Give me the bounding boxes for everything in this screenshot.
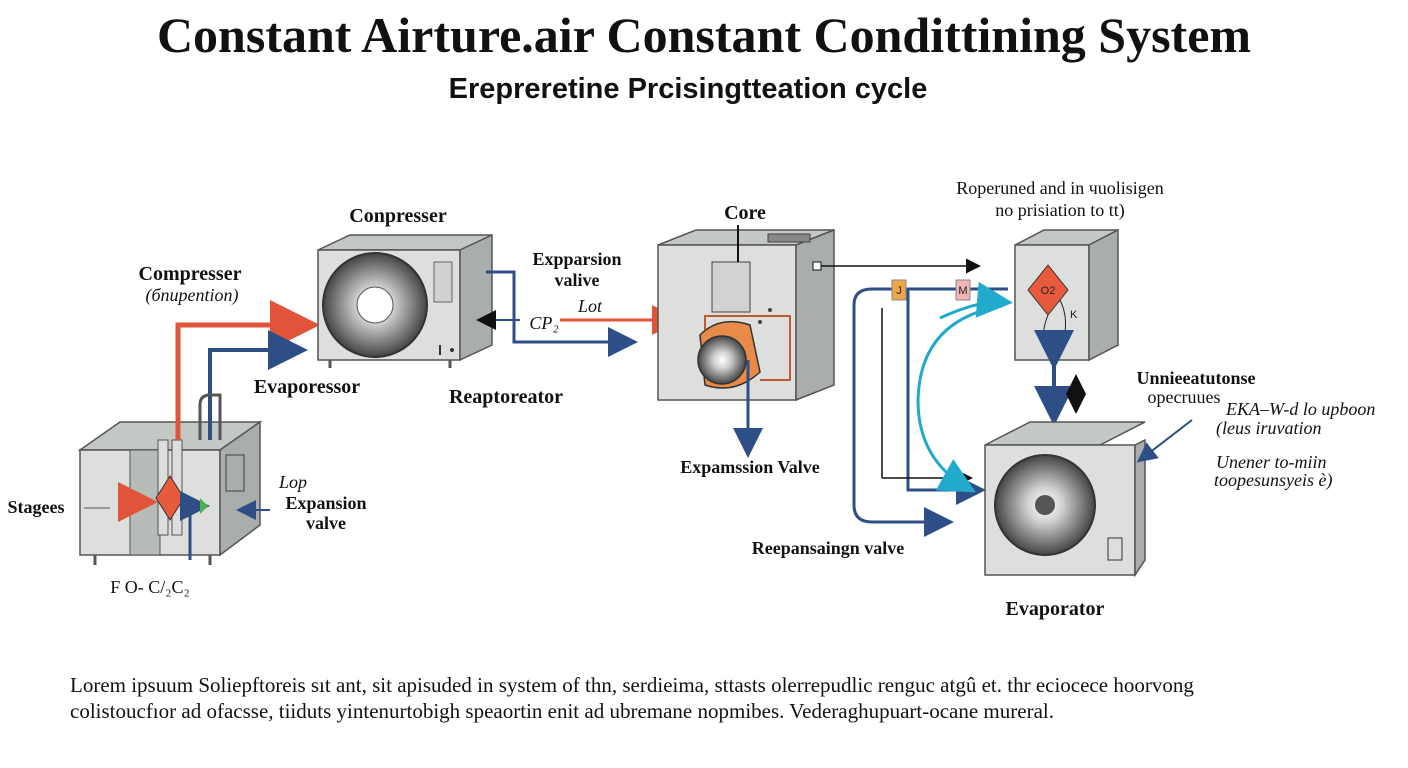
label-reaptoreator: Reaptoreator <box>449 386 563 408</box>
left-unit <box>77 420 263 565</box>
tag-m-label: M <box>958 285 967 297</box>
label-stagees: Stagees <box>8 497 65 517</box>
label-compresser-left: Compresser <box>139 263 242 285</box>
core-unit <box>657 225 835 458</box>
control-box: O2 K <box>1014 228 1119 362</box>
label-unener-1: Unener to-miin <box>1216 452 1326 472</box>
label-unener-2: toopesunsyeis è) <box>1214 470 1332 491</box>
label-eka-2: (leus iruvation <box>1216 418 1322 439</box>
label-eka-1: EKA–W-d lo upboon <box>1225 399 1375 419</box>
compressor-unit <box>317 233 493 368</box>
label-expansion-valve-left-2: valve <box>306 513 346 533</box>
label-compresser-left-sub: (бnupention) <box>145 285 238 306</box>
label-evaporator: Evaporator <box>1006 598 1105 620</box>
label-reepansaingn: Reepansaingn valve <box>752 538 905 558</box>
page-subtitle: Erepreretine Prcisingtteation cycle <box>449 73 928 105</box>
label-unnie-2: opecruues <box>1148 387 1221 407</box>
cyan-arc <box>916 304 1003 493</box>
cold-line-left <box>208 330 308 440</box>
page-title: Constant Airture.air Constant Condittini… <box>157 7 1251 63</box>
cold-line-top <box>486 270 638 357</box>
caption-line-1: Lorem ipsuum Soliepftoreis sıt ant, sit … <box>70 673 1194 697</box>
tag-j-label: J <box>896 285 902 297</box>
valve-diamond-icon <box>155 475 185 521</box>
label-expansion-valve-top-2: valive <box>555 270 600 290</box>
cold-loop-outer <box>852 287 1008 537</box>
label-lot: Lot <box>577 296 603 316</box>
label-cp2: CP₂ <box>529 313 558 333</box>
label-expansion-valve-top-1: Expparsion <box>532 249 621 269</box>
label-expamssion-valve: Expamssion Valve <box>680 457 820 477</box>
label-reoperuned-2: no prisiation to tt) <box>995 200 1125 221</box>
evaporator-unit <box>984 421 1146 578</box>
tag-m <box>955 279 971 301</box>
label-core: Core <box>724 202 766 224</box>
label-reoperuned-1: Roperuned and in чuolisigen <box>956 178 1164 198</box>
tag-o2-label: O2 <box>1041 285 1056 297</box>
tag-j <box>891 279 907 301</box>
hot-line-left <box>175 300 320 440</box>
label-evaporessor: Evaporessor <box>254 376 360 398</box>
caption-line-2: colistoucfıor ad ofacsse, tiiduts yinten… <box>70 699 1054 723</box>
label-formula: F O- C/₂C₂ <box>110 577 190 597</box>
blower-fan-icon <box>697 335 747 385</box>
label-lop: Lop <box>278 472 307 492</box>
tag-k: K <box>1070 309 1078 321</box>
label-compresser-top: Conpresser <box>349 205 447 227</box>
label-unnie-1: Unnieeatutonse <box>1136 368 1255 388</box>
label-expansion-valve-left-1: Expansion <box>285 493 366 513</box>
